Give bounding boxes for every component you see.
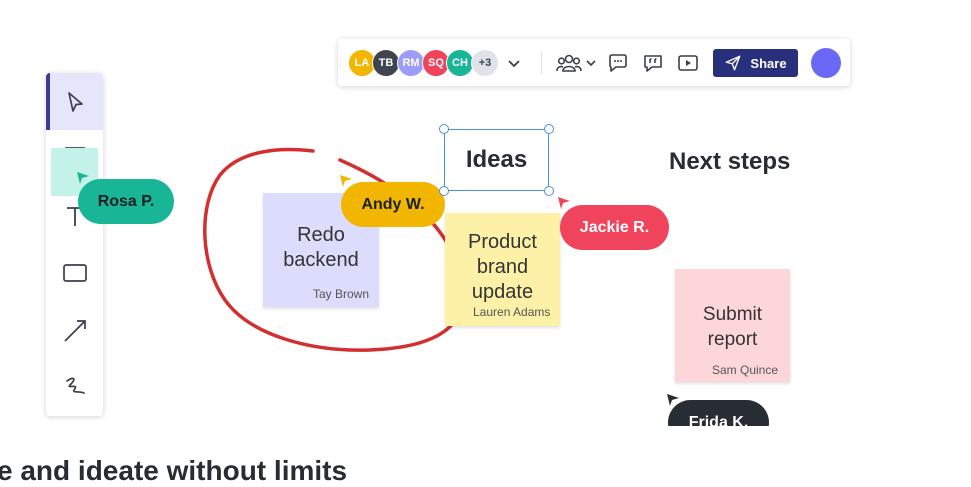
tool-rail <box>46 73 103 416</box>
avatar[interactable]: RM <box>397 49 425 77</box>
current-user-avatar[interactable] <box>811 48 841 78</box>
sticky-note-text: Redo backend <box>283 224 359 271</box>
collaboration-toolbar: LA TB RM SQ CH +3 Share <box>338 39 850 86</box>
send-icon <box>725 55 741 71</box>
avatar[interactable]: CH <box>446 49 474 77</box>
more-collaborators-badge[interactable]: +3 <box>471 49 499 77</box>
sticky-note-author: Tay Brown <box>313 287 370 301</box>
chevron-down-icon[interactable] <box>584 51 598 75</box>
cursor-pointer-icon <box>77 172 89 184</box>
sticky-note-author: Sam Quince <box>712 363 779 377</box>
sticky-note-author: Lauren Adams <box>473 305 551 319</box>
cursor-label-andy: Andy W. <box>341 182 445 227</box>
cursor-pointer-icon <box>340 175 352 187</box>
cursor-label-jackie: Jackie R. <box>560 205 669 250</box>
active-tool-indicator <box>46 73 50 130</box>
share-button[interactable]: Share <box>713 49 798 77</box>
pointer-icon[interactable] <box>60 87 90 117</box>
active-tool-highlight <box>46 73 103 130</box>
chevron-down-icon[interactable] <box>502 51 526 75</box>
toolbar-divider <box>541 52 542 74</box>
selection-handle[interactable] <box>439 186 449 196</box>
share-button-label: Share <box>750 55 787 71</box>
cursor-pointer-icon <box>558 197 570 209</box>
page-headline: e and ideate without limits <box>0 455 348 486</box>
selection-handle[interactable] <box>544 124 554 134</box>
sticky-note-text: Product brand update <box>468 231 537 303</box>
selection-handle[interactable] <box>439 124 449 134</box>
selected-text-box[interactable]: Ideas <box>444 129 549 191</box>
cursor-pointer-icon <box>667 394 679 406</box>
cursor-label-rosa: Rosa P. <box>78 179 174 224</box>
comment-icon[interactable] <box>606 51 630 75</box>
cursor-label-frida: Frida K. <box>668 400 769 426</box>
avatar[interactable]: TB <box>372 49 400 77</box>
avatar[interactable]: SQ <box>422 49 450 77</box>
sticky-note[interactable]: Submit report Sam Quince <box>675 269 790 382</box>
ideas-heading: Ideas <box>465 146 528 173</box>
sticky-note-text: Submit report <box>702 304 763 350</box>
arrow-icon[interactable] <box>60 316 90 346</box>
freehand-icon[interactable] <box>60 371 90 401</box>
present-icon[interactable] <box>676 51 700 75</box>
collaborators-icon[interactable] <box>555 51 583 75</box>
cursor-label-clip: Frida K. <box>668 400 778 426</box>
sticky-note[interactable]: Product brand update Lauren Adams <box>445 213 560 326</box>
rectangle-icon[interactable] <box>60 258 90 288</box>
next-steps-heading: Next steps <box>669 148 791 175</box>
feedback-icon[interactable] <box>641 51 665 75</box>
selection-handle[interactable] <box>544 186 554 196</box>
